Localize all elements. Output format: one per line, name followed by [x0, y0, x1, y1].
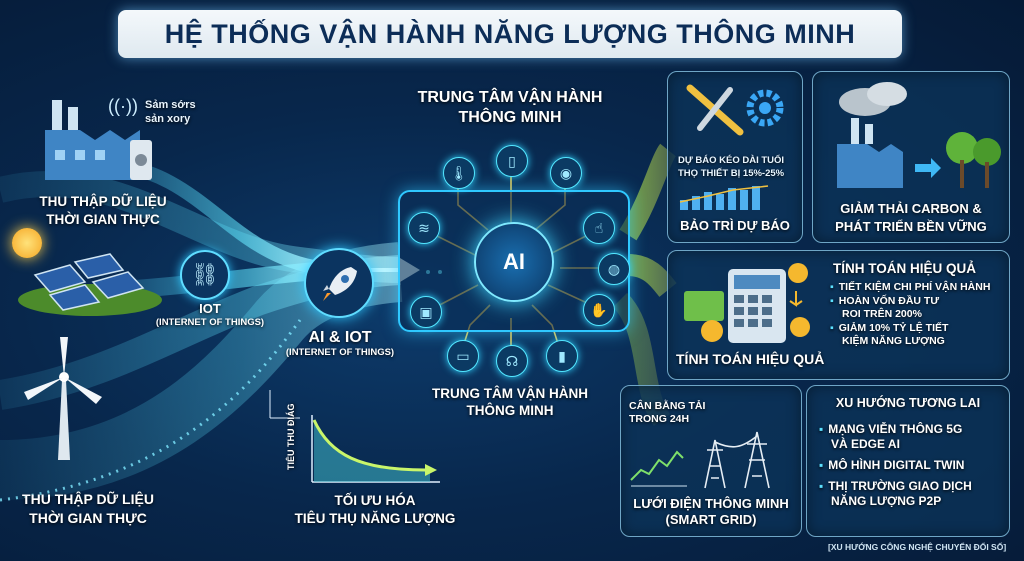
- hub-caption: TRUNG TÂM VẬN HÀNH THÔNG MINH: [410, 385, 610, 419]
- ai-iot-label: AI & IOT (INTERNET OF THINGS): [270, 330, 410, 360]
- chip-icon: ▣: [410, 296, 442, 328]
- grid-note-line2: TRONG 24H: [629, 413, 690, 425]
- trend-item-3b: NĂNG LƯỢNG P2P: [831, 494, 942, 508]
- optimization-graph: [269, 390, 440, 483]
- grid-note-line1: CÂN BẰNG TẢI: [629, 400, 706, 412]
- trend-item-1a: MẠNG VIỄN THÔNG 5G: [819, 422, 972, 437]
- optimize-line2: TIÊU THỤ NĂNG LƯỢNG: [294, 511, 456, 526]
- brain-ai-icon: AI: [474, 222, 554, 302]
- hub-title: TRUNG TÂM VẬN HÀNH THÔNG MINH: [395, 88, 625, 128]
- eff-bullet-3a: GIẢM 10% TỶ LỆ TIẾT: [830, 322, 990, 336]
- eff-bullet-3b: KIỆM NĂNG LƯỢNG: [842, 335, 945, 347]
- maint-note: DỰ BÁO KÉO DÀI TUỔI THỌ THIẾT BỊ 15%-25%: [678, 154, 784, 180]
- carbon-line1: GIẢM THẢI CARBON &: [840, 201, 982, 216]
- wrench-gear-icon: [686, 84, 784, 136]
- hub-caption-line2: THÔNG MINH: [466, 403, 554, 418]
- trends-panel: XU HƯỚNG TƯƠNG LAI MẠNG VIỄN THÔNG 5G VÀ…: [806, 385, 1010, 537]
- eff-bullet-1: TIẾT KIỆM CHI PHÍ VẬN HÀNH: [830, 281, 991, 295]
- eff-bullet-2b: ROI TRÊN 200%: [842, 308, 922, 320]
- eff-bullet-2a: HOÀN VỐN ĐẦU TƯ: [830, 295, 990, 309]
- phone-icon: ▯: [496, 145, 528, 177]
- sensor-label: Sảm sớrs sản xory: [145, 98, 196, 126]
- pylon-icon: [630, 431, 770, 489]
- eff-bullets: TIẾT KIỆM CHI PHÍ VẬN HÀNH HOÀN VỐN ĐẦU …: [830, 281, 991, 349]
- coin-icon: [788, 263, 808, 283]
- battery-icon: ▮: [546, 340, 578, 372]
- solar-panel-icon: [18, 253, 162, 316]
- maint-note-line2: THỌ THIẾT BỊ 15%-25%: [678, 168, 785, 179]
- ai-iot-title: AI & IOT: [308, 329, 372, 346]
- graph-axis-label: TIÊU THU ĐIÁG: [286, 403, 296, 471]
- sensor-label-line2: sản xory: [145, 113, 191, 125]
- ai-text: AI: [503, 249, 525, 274]
- rocket-icon: [304, 248, 374, 318]
- trend-item-3a: THỊ TRƯỜNG GIAO DỊCH: [819, 479, 972, 494]
- wifi-icon: ((·)): [108, 96, 138, 116]
- sun-icon: [12, 228, 42, 258]
- maint-bars: [679, 185, 769, 210]
- ai-iot-sub: (INTERNET OF THINGS): [285, 347, 395, 358]
- hub-title-line1: TRUNG TÂM VẬN HÀNH: [417, 89, 603, 106]
- optimize-line1: TỐI ƯU HÓA: [334, 493, 416, 508]
- grid-title: LƯỚI ĐIỆN THÔNG MINH (SMART GRID): [621, 496, 801, 528]
- factory-icon: [45, 100, 152, 180]
- touch-icon: ☝: [583, 212, 615, 244]
- carbon-panel: GIẢM THẢI CARBON & PHÁT TRIỂN BỀN VỮNG: [812, 71, 1010, 243]
- thermometer-icon: 🌡: [443, 157, 475, 189]
- maint-note-line1: DỰ BÁO KÉO DÀI TUỔI: [678, 155, 785, 166]
- page-title: HỆ THỐNG VẬN HÀNH NĂNG LƯỢNG THÔNG MINH: [164, 18, 856, 49]
- optimize-label: TỐI ƯU HÓA TIÊU THỤ NĂNG LƯỢNG: [280, 492, 470, 528]
- wind-turbine-icon: [24, 337, 102, 460]
- collect-top-line2: THỜI GIAN THỰC: [46, 212, 160, 227]
- meter-icon: ◍: [598, 253, 630, 285]
- link-icon: ⛓: [180, 250, 230, 300]
- hub-caption-line1: TRUNG TÂM VẬN HÀNH: [432, 386, 588, 401]
- trend-heading: XU HƯỚNG TƯƠNG LAI: [835, 396, 981, 410]
- sensor-label-line1: Sảm sớrs: [145, 99, 196, 111]
- wifi-node-icon: ≋: [408, 212, 440, 244]
- smart-grid-panel: CÂN BẰNG TẢI TRONG 24H LƯỚI ĐIỆN THÔNG M…: [620, 385, 802, 537]
- collect-bottom-line1: THU THẬP DỮ LIỆU: [22, 491, 154, 507]
- carbon-line2: PHÁT TRIỂN BỀN VỮNG: [835, 219, 987, 234]
- collect-top-line1: THU THẬP DỮ LIỆU: [39, 194, 167, 209]
- signal-icon: ◉: [550, 157, 582, 189]
- device-icon: ▭: [447, 340, 479, 372]
- grid-title-line1: LƯỚI ĐIỆN THÔNG MINH: [633, 496, 789, 511]
- maintenance-panel: DỰ BÁO KÉO DÀI TUỔI THỌ THIẾT BỊ 15%-25%…: [667, 71, 803, 243]
- hub-title-line2: THÔNG MINH: [458, 109, 562, 126]
- eff-heading: TÍNH TOÁN HIỆU QUẢ: [833, 261, 977, 276]
- trend-item-1b: VÀ EDGE AI: [831, 437, 900, 451]
- trend-item-2: MÔ HÌNH DIGITAL TWIN: [819, 458, 972, 473]
- carbon-label: GIẢM THẢI CARBON & PHÁT TRIỂN BỀN VỮNG: [813, 200, 1009, 236]
- iot-label-title: IOT: [199, 301, 221, 316]
- iot-label-sub: (INTERNET OF THINGS): [155, 317, 265, 328]
- trend-list: MẠNG VIỄN THÔNG 5G VÀ EDGE AI MÔ HÌNH DI…: [819, 422, 972, 509]
- antenna-icon: ☊: [496, 345, 528, 377]
- factory-tree-icon: [837, 82, 1001, 188]
- footer-note: [XU HƯỚNG CÔNG NGHỆ CHUYỂN ĐỔI SỐ]: [828, 542, 1007, 552]
- maint-title: BẢO TRÌ DỰ BÁO: [680, 218, 790, 233]
- collect-bottom-label: THU THẬP DỮ LIỆU THỜI GIAN THỰC: [8, 490, 168, 528]
- grid-note: CÂN BẰNG TẢI TRONG 24H: [629, 400, 705, 426]
- grid-title-line2: (SMART GRID): [665, 512, 757, 527]
- iot-label: IOT (INTERNET OF THINGS): [140, 302, 280, 330]
- hand-icon: ✋: [583, 294, 615, 326]
- calculator-icon: [684, 263, 810, 343]
- title-banner: HỆ THỐNG VẬN HÀNH NĂNG LƯỢNG THÔNG MINH: [118, 10, 902, 58]
- collect-top-label: THU THẬP DỮ LIỆU THỜI GIAN THỰC: [28, 193, 178, 229]
- eff-caption: TÍNH TOÁN HIỆU QUẢ: [676, 351, 825, 367]
- efficiency-panel: TÍNH TOÁN HIỆU QUẢ TIẾT KIỆM CHI PHÍ VẬN…: [667, 250, 1010, 380]
- collect-bottom-line2: THỜI GIAN THỰC: [29, 510, 147, 526]
